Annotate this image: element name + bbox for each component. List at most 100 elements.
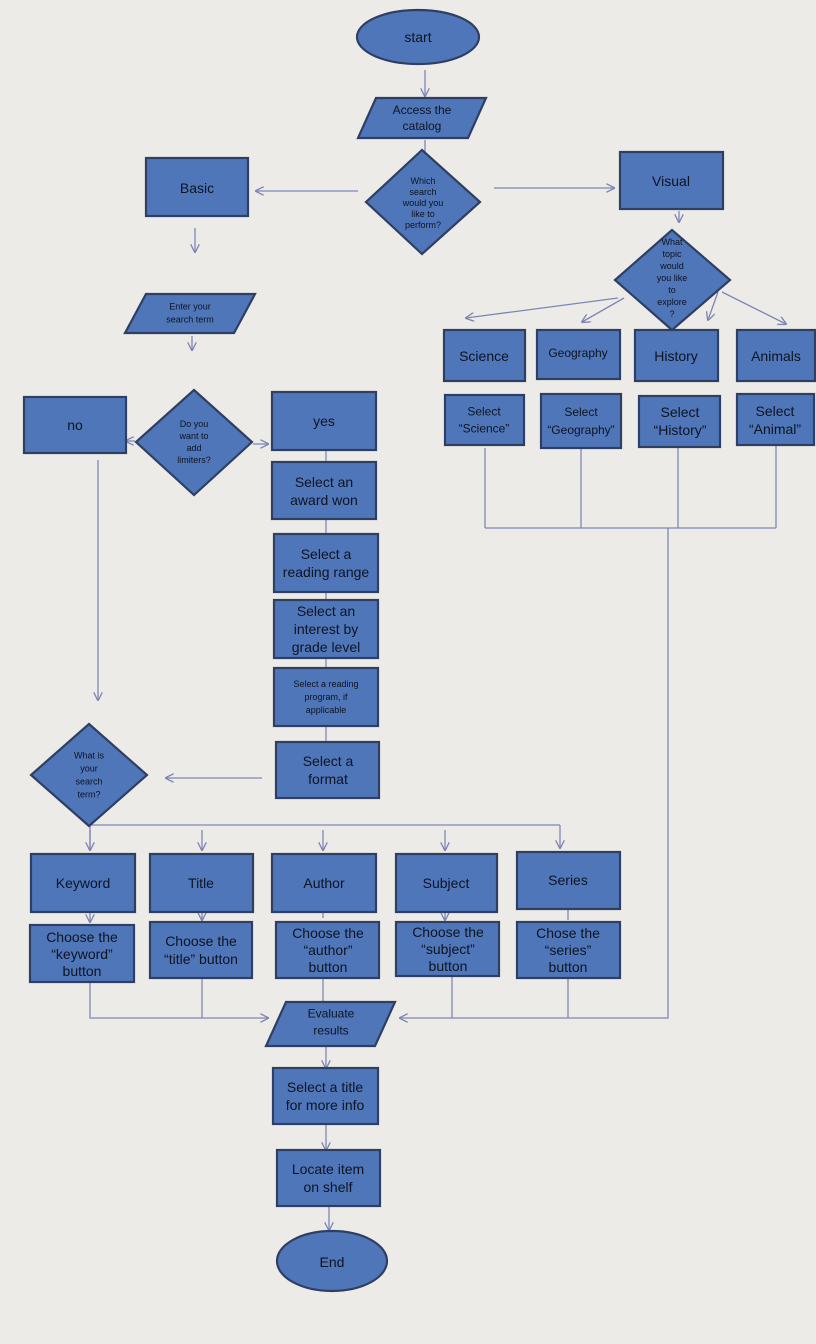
label-line: search (75, 777, 102, 787)
label-line: grade level (292, 639, 361, 655)
visual-label: Visual (652, 173, 690, 189)
label-line: add (186, 443, 201, 453)
label-line: Choose the (292, 925, 364, 941)
label-line: button (549, 959, 588, 975)
label-line: button (63, 963, 102, 979)
label-line: Locate item (292, 1161, 364, 1177)
label-line: applicable (306, 705, 347, 715)
label-line: “series” (545, 942, 592, 958)
label-line: Select (467, 405, 501, 419)
select-animal-label: Select “Animal” (749, 403, 801, 437)
select-reading-range-label: Select a reading range (283, 546, 370, 580)
node-evaluate-results: Evaluate results (264, 1000, 397, 1048)
node-term-keyword: Keyword (29, 852, 137, 914)
label-line: What (661, 237, 683, 247)
label-line: Evaluate (308, 1007, 355, 1021)
term-series-label: Series (548, 872, 588, 888)
label-line: search term (166, 315, 214, 325)
label-line: ? (669, 309, 674, 319)
label-line: Select (661, 404, 700, 420)
node-choose-title: Choose the“title” button (148, 920, 254, 980)
node-visual: Visual (618, 150, 725, 211)
node-yes: yes (270, 390, 378, 452)
label-line: you like (657, 273, 688, 283)
label-line: Do you (180, 419, 209, 429)
label-line: Select a title (287, 1079, 363, 1095)
node-topic-history: History (633, 328, 720, 383)
node-choose-subject: Choose the“subject”button (394, 920, 501, 978)
label-line: like to (411, 209, 435, 219)
label-line: “History” (654, 422, 707, 438)
label-line: Choose the (46, 929, 118, 945)
label-line: “subject” (421, 941, 475, 957)
node-select-title-info: Select a title for more info (271, 1066, 380, 1126)
node-select-science: Select“Science” (443, 393, 526, 447)
label-line: “Animal” (749, 421, 801, 437)
evaluate-results-label: Evaluate results (308, 1007, 355, 1038)
node-enter-search-term: Enter your search term (123, 292, 257, 335)
node-select-animal: Select “Animal” (735, 392, 816, 447)
label-line: results (313, 1024, 348, 1038)
node-end: End (275, 1229, 389, 1293)
label-line: program, if (304, 692, 348, 702)
label-line: Choose the (412, 924, 484, 940)
label-line: catalog (403, 119, 442, 133)
choose-author-label: Choose the“author”button (292, 925, 364, 975)
label-line: Select a (303, 753, 354, 769)
label-line: would (659, 261, 684, 271)
label-line: award won (290, 492, 358, 508)
label-line: search (409, 187, 436, 197)
topic-animals-label: Animals (751, 348, 801, 364)
label-line: button (309, 959, 348, 975)
topic-history-label: History (654, 348, 698, 364)
connectors (90, 70, 786, 1230)
label-line: Select (756, 403, 795, 419)
label-line: want to (178, 431, 208, 441)
basic-label: Basic (180, 180, 214, 196)
node-access-catalog: Access the catalog (356, 96, 488, 140)
term-title-label: Title (188, 875, 214, 891)
term-author-label: Author (303, 875, 345, 891)
yes-label: yes (313, 413, 335, 429)
label-line: Choose the (165, 933, 237, 949)
label-line: Which (410, 176, 435, 186)
label-line: your (80, 764, 98, 774)
start-label: start (404, 29, 431, 45)
label-line: Select an (297, 603, 355, 619)
node-topic-science: Science (442, 328, 527, 383)
choose-series-label: Chose the“series”button (536, 925, 600, 975)
label-line: Access the (393, 103, 452, 117)
access-catalog-label: Access the catalog (393, 103, 452, 133)
label-line: topic (662, 249, 682, 259)
label-line: reading range (283, 564, 370, 580)
label-line: would you (402, 198, 444, 208)
node-select-reading-range: Select a reading range (272, 532, 380, 594)
choose-keyword-label: Choose the“keyword”button (46, 929, 118, 979)
label-line: for more info (286, 1097, 365, 1113)
label-line: What is (74, 751, 105, 761)
node-select-award: Select an award won (270, 460, 378, 521)
node-basic: Basic (144, 156, 250, 218)
label-line: Select an (295, 474, 353, 490)
term-keyword-label: Keyword (56, 875, 110, 891)
end-label: End (320, 1254, 345, 1270)
label-line: Enter your (169, 302, 211, 312)
label-line: Select a (301, 546, 352, 562)
term-subject-label: Subject (423, 875, 470, 891)
topic-science-label: Science (459, 348, 509, 364)
label-line: explore (657, 297, 687, 307)
choose-subject-label: Choose the“subject”button (412, 924, 484, 974)
node-topic-animals: Animals (735, 328, 816, 383)
